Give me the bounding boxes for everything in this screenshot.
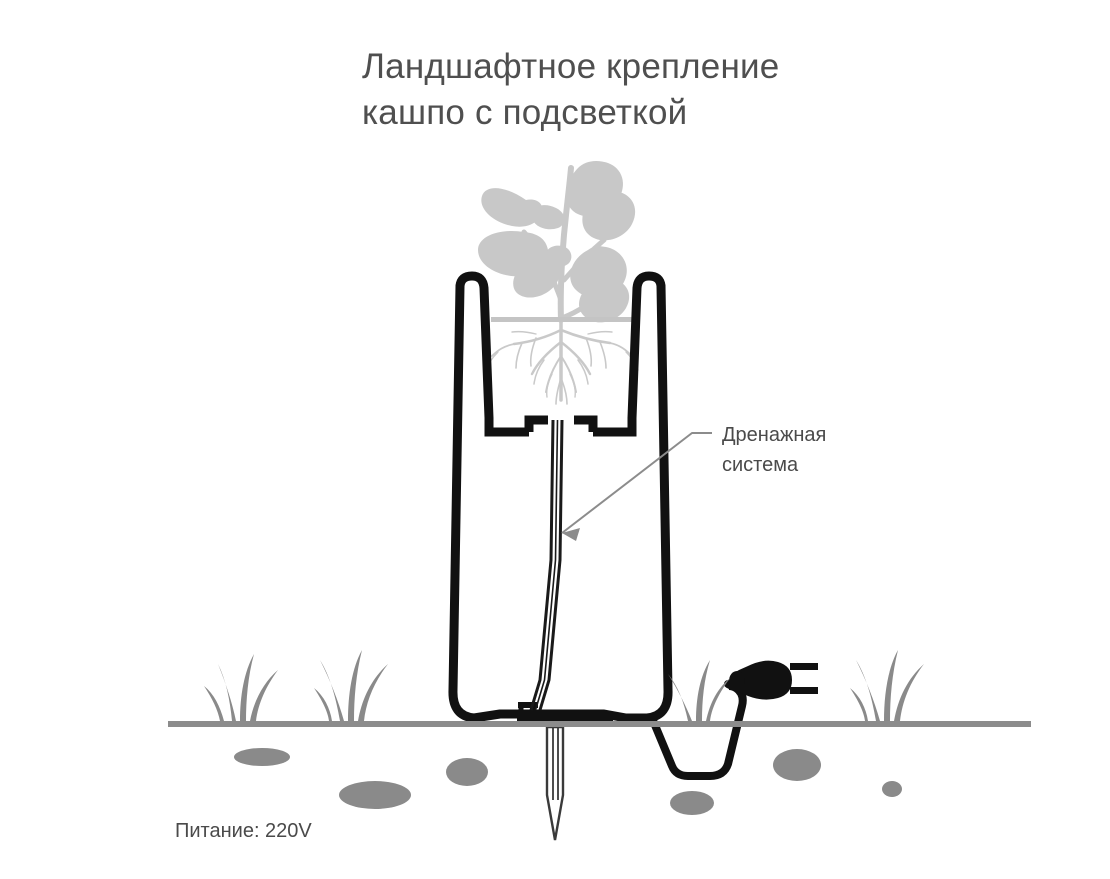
- pebble-5: [773, 749, 821, 781]
- grass-tuft-2: [314, 650, 388, 721]
- inner-pot-drain-lip-right: [574, 415, 598, 432]
- plant-silhouette: [478, 160, 636, 323]
- root-branch-l3a: [546, 373, 553, 398]
- inner-pot-bottom-right: [593, 418, 637, 437]
- drainage-tube: [529, 419, 564, 711]
- root-branch-l1c: [529, 337, 537, 367]
- title-line-1: Ландшафтное крепление: [362, 47, 779, 86]
- pebble-4: [670, 791, 714, 815]
- plant-leaf-3: [513, 253, 561, 298]
- grass-blade-2a: [320, 660, 344, 721]
- plant-leaf-1: [481, 188, 543, 227]
- grass-blade-3b: [696, 660, 710, 721]
- plant-leaf-6: [582, 190, 636, 241]
- grass-blade-4c: [894, 664, 924, 721]
- ground-line: [168, 721, 1031, 727]
- diagram-title: Ландшафтное крепление кашпо с подсветкой: [362, 47, 779, 132]
- grass-blade-3a: [668, 674, 692, 721]
- root-branch-l1: [512, 328, 563, 346]
- inner-pot-bottom-left: [484, 418, 529, 437]
- root-branch-c1: [555, 377, 562, 405]
- root-branch-c2: [560, 377, 568, 405]
- root-branch-l2: [530, 340, 563, 376]
- power-caption: Питание: 220V: [175, 820, 312, 842]
- outer-shell-left-rim: [455, 271, 494, 423]
- pebble-2: [339, 781, 411, 809]
- drain-bracket-top: [518, 702, 538, 708]
- soil-surface-line: [491, 317, 633, 322]
- grass-blade-2c: [358, 664, 388, 721]
- grass-blade-2d: [314, 688, 332, 721]
- grass-blade-4a: [856, 660, 880, 721]
- callout-drainage: Дренажная система: [561, 424, 826, 541]
- grass-blade-1b: [240, 654, 254, 721]
- grass-tuft-1: [204, 654, 278, 721]
- root-branch-l2a: [533, 359, 545, 385]
- callout-arrowhead: [562, 528, 580, 541]
- title-line-2: кашпо с подсветкой: [362, 93, 687, 132]
- root-branch-l1a: [491, 343, 515, 357]
- plug-collar: [729, 671, 745, 691]
- plug-prong-bottom: [790, 687, 818, 694]
- grass-blade-4b: [884, 650, 898, 721]
- grass-blade-1d: [204, 686, 224, 721]
- grass-blade-3c: [706, 678, 730, 721]
- root-branch-r1b: [599, 341, 607, 369]
- plant-leaf-8: [579, 278, 630, 323]
- grass-tuft-4: [850, 650, 924, 721]
- grass-tuft-3: [668, 660, 730, 721]
- outer-shell-right-rim: [627, 271, 666, 423]
- callout-label-line-2: система: [722, 454, 799, 476]
- root-branch-r2: [559, 340, 592, 376]
- plug-body: [728, 660, 792, 700]
- callout-leader-line: [561, 432, 712, 534]
- inner-pot-drain-lip-left: [524, 415, 548, 432]
- planter-base-plate: [469, 709, 652, 723]
- drainage-tube-wall-left: [529, 419, 555, 711]
- drainage-tube-center: [534, 419, 559, 711]
- plant-leaf-9: [545, 245, 572, 268]
- plug-prong-top: [790, 663, 818, 670]
- root-branch-r2a: [577, 359, 589, 385]
- plant-leaf-4: [532, 205, 565, 230]
- root-branch-l1b: [515, 342, 523, 369]
- grass-blade-1c: [250, 670, 278, 721]
- grass-blade-2b: [348, 650, 362, 721]
- callout-label-line-1: Дренажная: [722, 424, 826, 446]
- root-branch-r3a: [569, 373, 576, 398]
- pebble-6: [882, 781, 902, 797]
- drainage-tube-wall-right: [538, 419, 564, 711]
- root-hair-2: [587, 330, 613, 335]
- root-hair-1: [511, 330, 537, 335]
- power-cable: [648, 680, 747, 780]
- pebble-1: [234, 748, 290, 766]
- root-branch-r1c: [585, 337, 593, 367]
- pebble-group: [234, 748, 902, 815]
- grass-blade-1a: [218, 664, 236, 721]
- power-plug: [728, 660, 818, 700]
- grass-blade-4d: [850, 688, 868, 721]
- pebble-3: [446, 758, 488, 786]
